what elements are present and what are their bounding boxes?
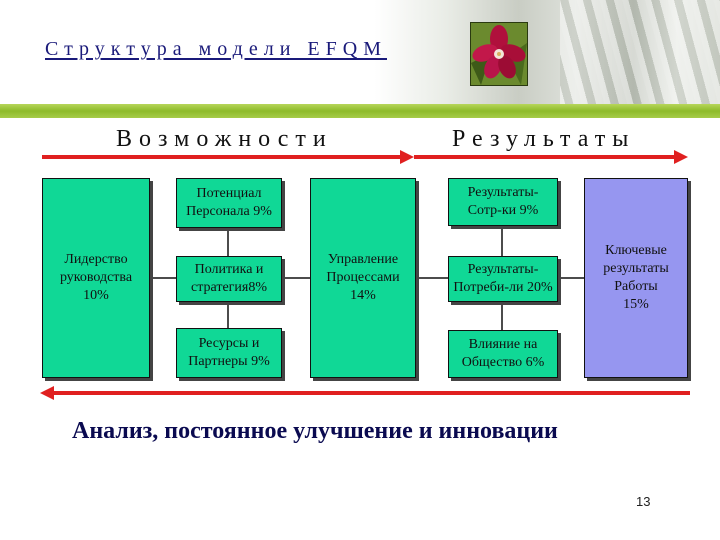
- box-resources: Ресурсы и Партнеры 9%: [176, 328, 282, 378]
- box-people-results: Результаты- Сотр-ки 9%: [448, 178, 558, 226]
- box-people: Потенциал Персонала 9%: [176, 178, 282, 228]
- header-bar: [0, 104, 720, 118]
- box-society-results-label: Влияние на Общество 6%: [461, 336, 545, 370]
- bottom-caption: Анализ, постоянное улучшение и инновации: [72, 418, 558, 444]
- box-key-results-label: Ключевые результаты Работы 15%: [603, 242, 669, 313]
- box-processes: Управление Процессами 14%: [310, 178, 416, 378]
- results-arrow: [414, 150, 688, 164]
- box-people-label: Потенциал Персонала 9%: [186, 185, 272, 219]
- connectors: [150, 226, 584, 330]
- box-people-results-label: Результаты- Сотр-ки 9%: [467, 184, 539, 218]
- enablers-arrow: [42, 150, 414, 164]
- slide-title: Структура модели EFQM: [45, 38, 387, 60]
- section-heading-enablers: Возможности: [116, 126, 333, 152]
- box-leadership-label: Лидерство руководства 10%: [59, 251, 133, 304]
- feedback-arrow: [40, 386, 690, 400]
- page-number: 13: [636, 494, 651, 509]
- waterfall-decoration: [560, 0, 720, 108]
- box-policy-label: Политика и стратегия8%: [190, 261, 268, 295]
- box-customer-results-label: Результаты- Потреби-ли 20%: [453, 261, 553, 295]
- box-resources-label: Ресурсы и Партнеры 9%: [188, 335, 270, 369]
- section-heading-results: Результаты: [452, 126, 636, 152]
- box-policy: Политика и стратегия8%: [176, 256, 282, 302]
- box-society-results: Влияние на Общество 6%: [448, 330, 558, 378]
- flower-image: [470, 22, 528, 86]
- box-customer-results: Результаты- Потреби-ли 20%: [448, 256, 558, 302]
- flower-icon: [471, 23, 527, 85]
- box-key-results: Ключевые результаты Работы 15%: [584, 178, 688, 378]
- header-background: [0, 0, 720, 108]
- box-leadership: Лидерство руководства 10%: [42, 178, 150, 378]
- box-processes-label: Управление Процессами 14%: [326, 251, 400, 304]
